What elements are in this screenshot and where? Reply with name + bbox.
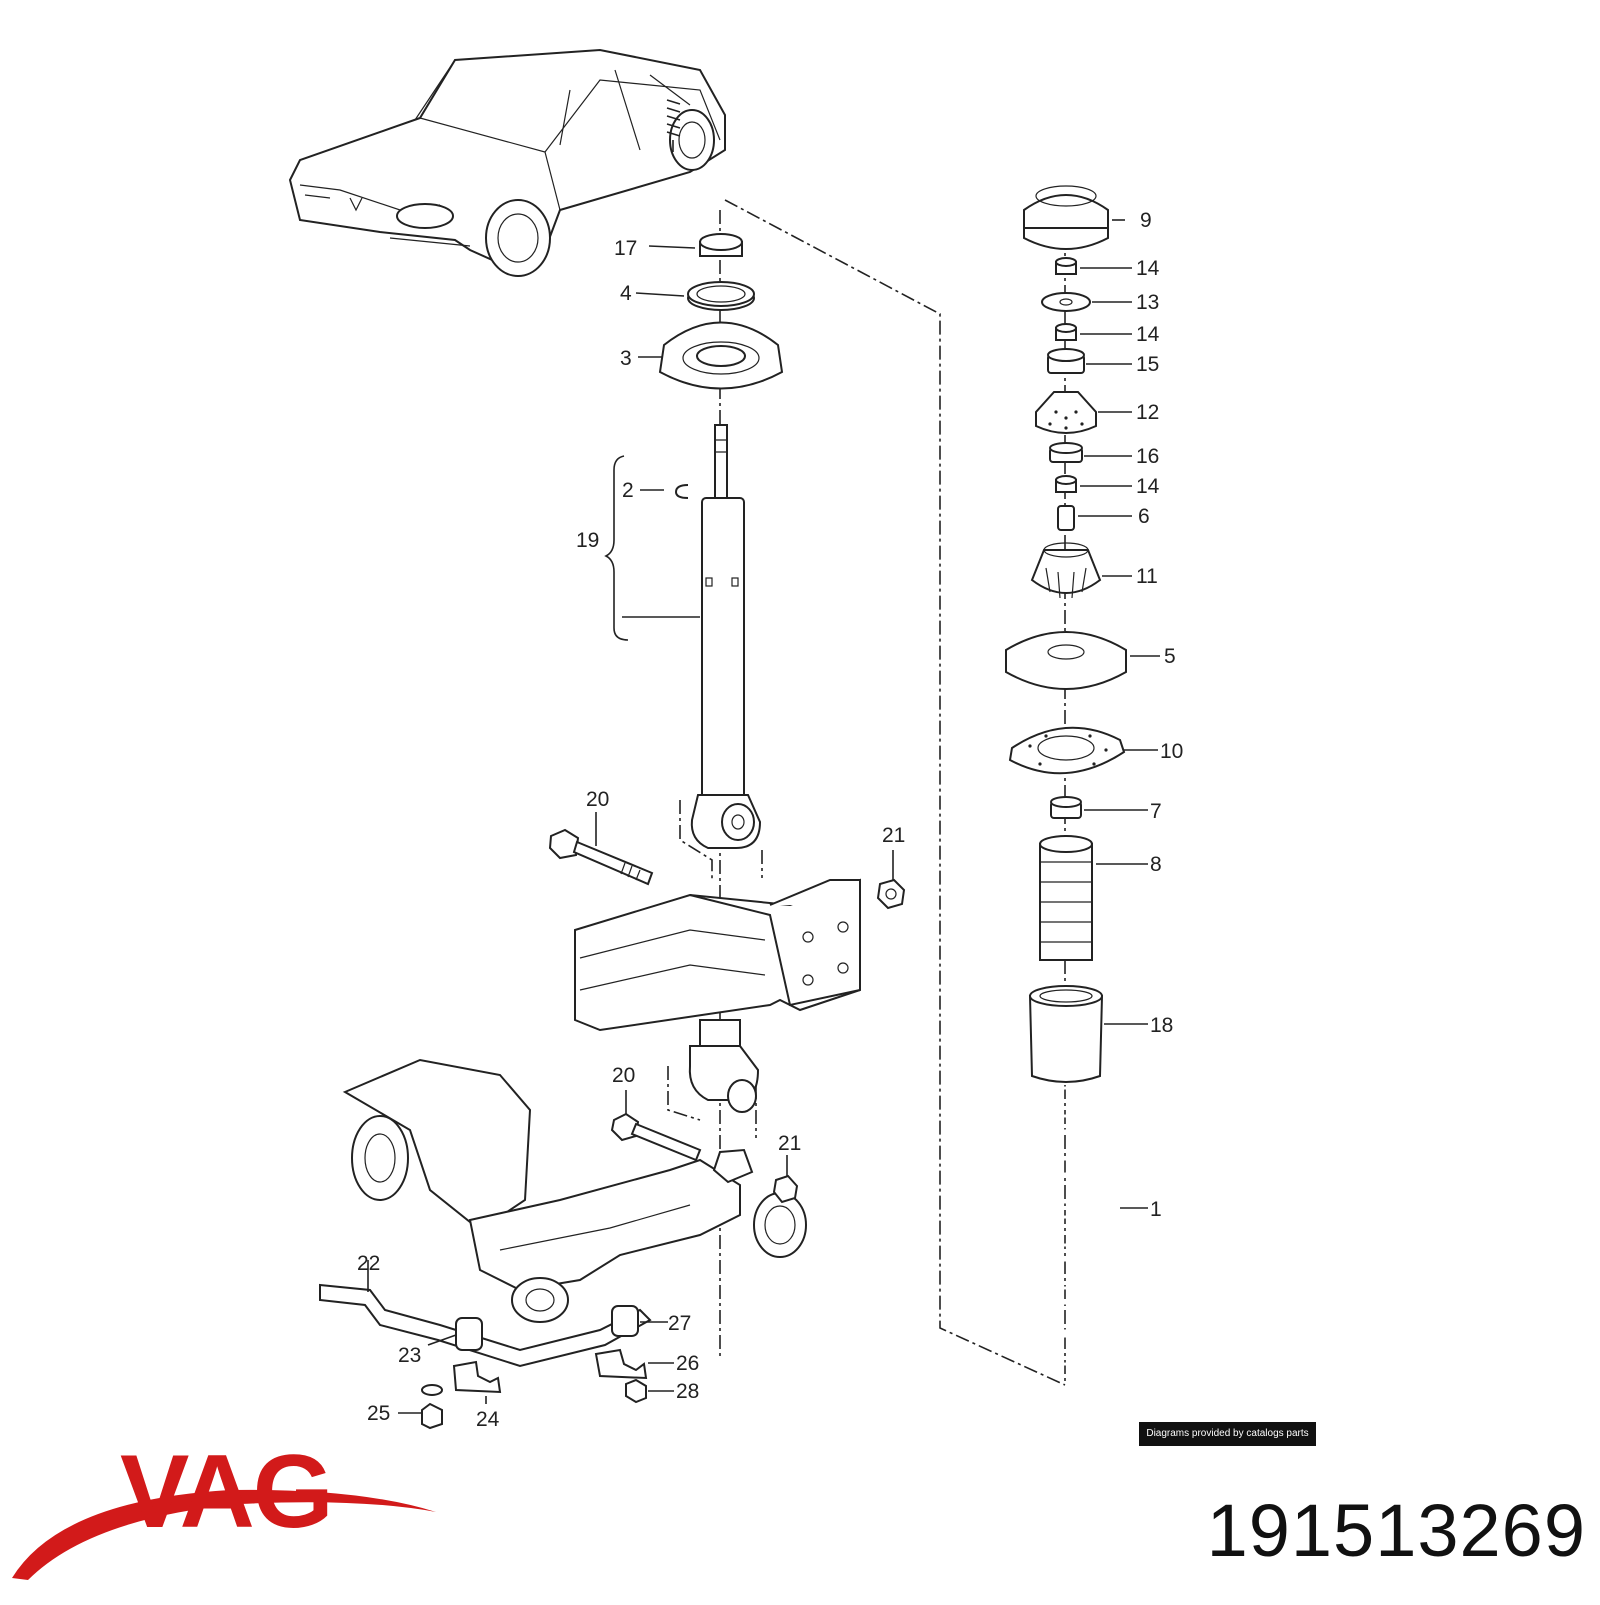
callout-21-upper: 21 bbox=[882, 824, 905, 847]
car-illustration bbox=[288, 48, 726, 277]
callout-3: 3 bbox=[620, 347, 632, 370]
callout-7: 7 bbox=[1150, 800, 1162, 823]
part-13-washer bbox=[1041, 292, 1132, 312]
part-number: 191513269 bbox=[1206, 1489, 1586, 1572]
brand-logo: VAG bbox=[120, 1434, 334, 1550]
callout-14-c: 14 bbox=[1136, 475, 1160, 498]
part-11-stop-cone bbox=[1030, 542, 1132, 599]
callout-5: 5 bbox=[1164, 645, 1176, 668]
callout-14-b: 14 bbox=[1136, 323, 1160, 346]
callout-2: 2 bbox=[622, 479, 634, 502]
part-22-anti-roll-bar bbox=[319, 1260, 652, 1368]
callout-20-lower: 20 bbox=[612, 1064, 635, 1087]
callout-17: 17 bbox=[614, 237, 637, 260]
part-3-top-mount-plate bbox=[638, 321, 784, 390]
callout-27: 27 bbox=[668, 1312, 691, 1335]
callout-10: 10 bbox=[1160, 740, 1183, 763]
part-28-nut bbox=[625, 1378, 674, 1404]
part-14-nut-a bbox=[1055, 257, 1132, 275]
credit-label: Diagrams provided by catalogs parts bbox=[1139, 1422, 1316, 1446]
part-17-castle-nut bbox=[648, 233, 743, 257]
part-24-clamp bbox=[452, 1360, 502, 1404]
part-5-spring-plate bbox=[1005, 631, 1160, 690]
part-25-bolt bbox=[398, 1384, 443, 1430]
part-20-bolt-lower bbox=[610, 1090, 702, 1162]
part-18-protective-tube bbox=[1028, 985, 1148, 1083]
rear-axle-beam bbox=[574, 878, 861, 1032]
trailing-arm-assembly bbox=[342, 1019, 807, 1323]
part-1-coil-spring bbox=[1014, 1086, 1148, 1366]
callout-19: 19 bbox=[576, 529, 599, 552]
callout-1: 1 bbox=[1150, 1198, 1162, 1221]
callout-12: 12 bbox=[1136, 401, 1159, 424]
part-26-clamp bbox=[594, 1348, 674, 1380]
callout-24: 24 bbox=[476, 1408, 500, 1431]
spring-stack bbox=[1005, 185, 1160, 1366]
part-21-nut-lower bbox=[772, 1155, 799, 1204]
callout-13: 13 bbox=[1136, 291, 1159, 314]
callout-26: 26 bbox=[676, 1352, 699, 1375]
callout-14-a: 14 bbox=[1136, 257, 1160, 280]
callout-9: 9 bbox=[1140, 209, 1152, 232]
callout-25: 25 bbox=[367, 1402, 390, 1425]
part-21-nut-upper bbox=[876, 850, 906, 910]
callout-6: 6 bbox=[1138, 505, 1150, 528]
callout-23: 23 bbox=[398, 1344, 421, 1367]
part-8-bump-stop bbox=[1039, 835, 1148, 961]
callout-16: 16 bbox=[1136, 445, 1159, 468]
callout-4: 4 bbox=[620, 282, 632, 305]
part-16-bushing bbox=[1049, 442, 1132, 463]
part-27-bushing bbox=[611, 1305, 668, 1337]
part-7-spacer bbox=[1050, 796, 1148, 819]
callout-28: 28 bbox=[676, 1380, 699, 1403]
part-6-sleeve bbox=[1057, 505, 1132, 531]
callout-15: 15 bbox=[1136, 353, 1159, 376]
callout-11: 11 bbox=[1136, 565, 1158, 588]
strut-mount-stack bbox=[604, 233, 784, 880]
piston-rod bbox=[714, 424, 728, 506]
callout-21-lower: 21 bbox=[778, 1132, 801, 1155]
part-9-dust-cap bbox=[1023, 185, 1125, 250]
spring-location-marker bbox=[666, 99, 681, 152]
part-23-bushing bbox=[427, 1317, 483, 1351]
part-14-nut-b bbox=[1055, 323, 1132, 341]
part-12-rubber-mount bbox=[1035, 391, 1132, 434]
part-4-bearing-ring bbox=[635, 281, 755, 311]
callout-8: 8 bbox=[1150, 853, 1162, 876]
part-2-circlip bbox=[640, 484, 689, 499]
callout-22: 22 bbox=[357, 1252, 380, 1275]
part-10-spring-pad bbox=[1008, 726, 1158, 775]
callout-labels: 17 4 3 2 19 20 21 20 21 22 23 24 25 27 2… bbox=[357, 209, 1183, 1431]
part-15-bushing bbox=[1047, 348, 1132, 374]
shock-absorber-body bbox=[679, 497, 763, 880]
callout-18: 18 bbox=[1150, 1014, 1173, 1037]
brand-logo-swoosh bbox=[12, 1489, 436, 1580]
part-20-bolt-upper bbox=[548, 812, 654, 886]
part-14-nut-c bbox=[1055, 475, 1132, 493]
callout-20-upper: 20 bbox=[586, 788, 609, 811]
part-19-bracket bbox=[604, 455, 700, 641]
